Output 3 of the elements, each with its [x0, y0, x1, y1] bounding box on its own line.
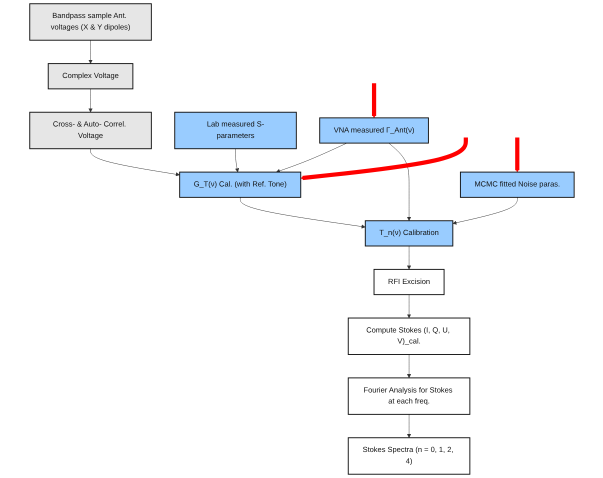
arrow: [372, 83, 376, 118]
arrow: [514, 138, 519, 172]
arrow: [300, 138, 468, 180]
